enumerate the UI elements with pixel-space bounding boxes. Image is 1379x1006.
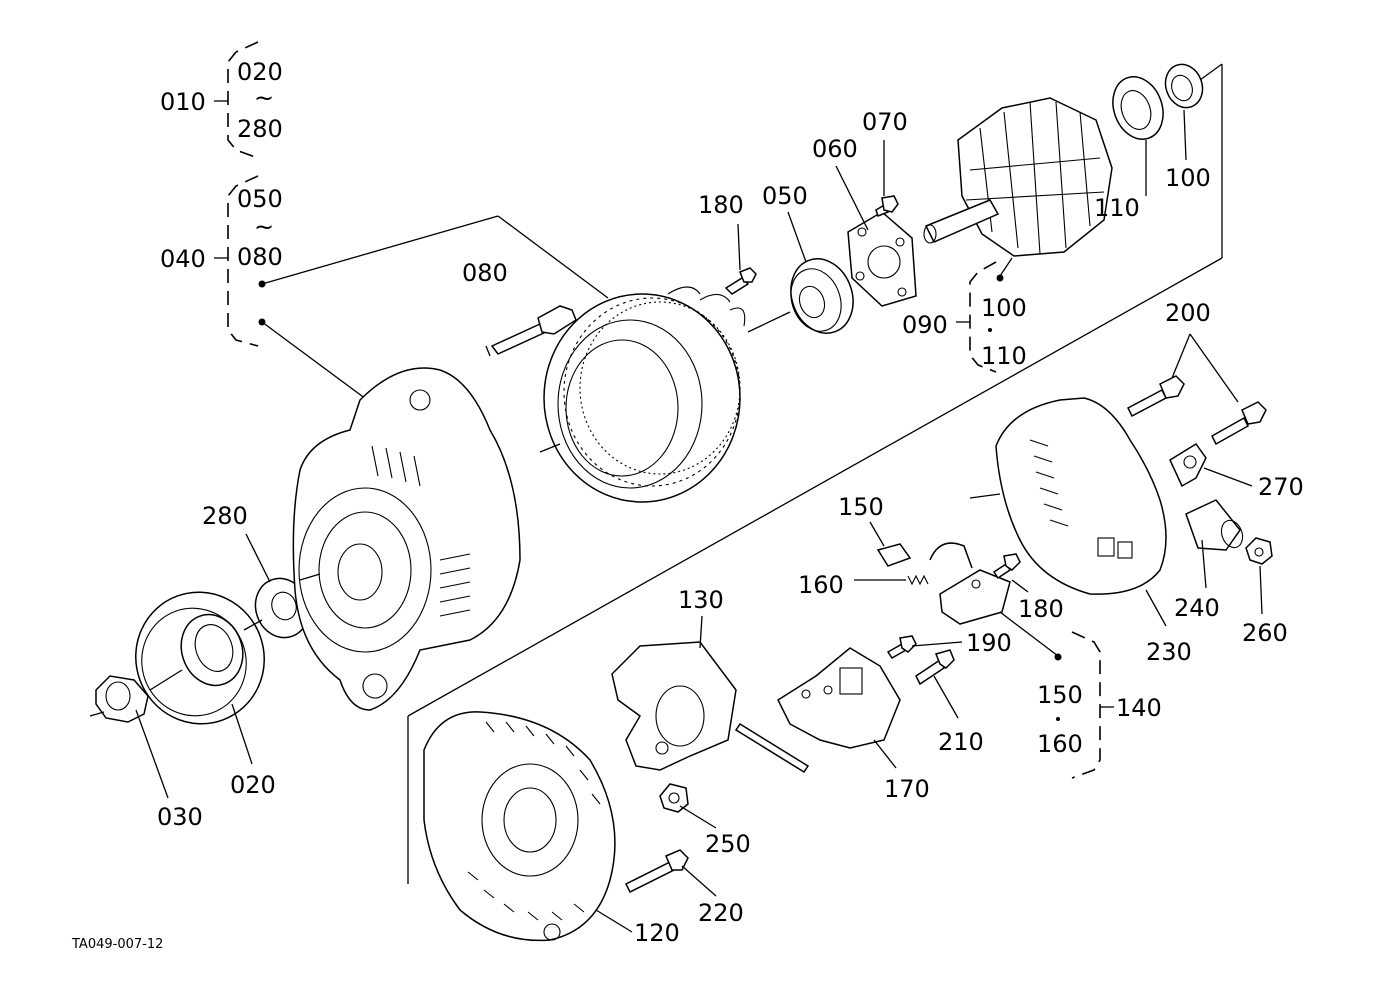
part-240-insulator[interactable] [1185,499,1246,551]
part-120-rear-frame[interactable] [423,711,616,942]
part-drive-end-frame[interactable] [292,367,521,711]
part-130-rectifier[interactable] [611,641,810,774]
part-170-regulator[interactable] [777,647,901,749]
label-240: 240 [1174,594,1220,622]
label-280-range: 280 [237,115,283,143]
assembly-outline [261,63,1223,884]
label-140: 140 [1116,694,1162,722]
part-260-nut[interactable] [1245,537,1273,565]
label-180-lower: 180 [1018,595,1064,623]
bracket-140 [1071,631,1114,779]
label-120: 120 [634,919,680,947]
label-010: 010 [160,88,206,116]
label-110-top: 110 [1094,194,1140,222]
label-060: 060 [812,135,858,163]
label-180-top: 180 [698,191,744,219]
part-060-retainer-plate[interactable] [847,211,917,307]
label-080-range: 080 [237,243,283,271]
label-160-range: 160 [1037,730,1083,758]
label-tilde-1: ~ [254,84,274,112]
label-070: 070 [862,108,908,136]
label-110-range: 110 [981,342,1027,370]
label-090: 090 [902,311,948,339]
label-020-range: 020 [237,58,283,86]
label-220: 220 [698,899,744,927]
part-200-bolts[interactable] [1127,375,1267,446]
bracket-010 [214,41,259,159]
part-250-nut[interactable] [659,783,689,813]
part-brush-holder[interactable] [929,542,1011,625]
part-230-rear-cover[interactable] [969,397,1167,595]
part-020-pulley[interactable] [117,574,282,742]
label-100-range: 100 [981,294,1027,322]
label-tilde-2: ~ [254,213,274,241]
part-110-bearing[interactable] [1105,70,1172,147]
part-080-stud[interactable] [485,305,577,357]
part-180-screw-lower[interactable] [992,553,1021,580]
label-160: 160 [798,571,844,599]
label-190: 190 [966,629,1012,657]
label-040: 040 [160,245,206,273]
part-180-screw-top[interactable] [724,267,757,295]
label-020: 020 [230,771,276,799]
leader-lines [135,109,1263,933]
label-050: 050 [762,182,808,210]
frame-vent-slots [371,445,471,617]
part-070-screw[interactable] [875,195,899,217]
part-220-through-bolt[interactable] [624,849,689,894]
part-160-spring[interactable] [907,574,929,586]
label-100-top: 100 [1165,164,1211,192]
reference-dots [258,274,1062,721]
part-210-screw[interactable] [915,649,955,686]
part-270-terminal-bracket[interactable] [1169,442,1207,488]
part-stator[interactable] [539,286,746,503]
label-210: 210 [938,728,984,756]
part-150-brush[interactable] [876,543,912,567]
rear-frame-vent-slots [467,721,601,921]
label-250: 250 [705,830,751,858]
part-030-pulley-nut[interactable] [89,675,149,723]
label-230: 230 [1146,638,1192,666]
part-100-bearing-cover[interactable] [1160,59,1209,113]
bracket-040 [214,175,259,347]
label-270: 270 [1258,473,1304,501]
label-050-range: 050 [237,185,283,213]
bracket-090 [956,261,997,373]
label-150-range: 150 [1037,681,1083,709]
part-labels: 010 020 ~ 280 040 050 ~ 080 070 060 050 … [71,58,1304,952]
part-rotor[interactable] [923,97,1113,257]
part-050-bearing[interactable] [747,250,863,342]
label-080: 080 [462,259,508,287]
cover-vent-slots [1029,439,1069,527]
label-260: 260 [1242,619,1288,647]
label-200: 200 [1165,299,1211,327]
label-030: 030 [157,803,203,831]
drawing-code: TA049-007-12 [71,937,163,952]
label-130: 130 [678,586,724,614]
label-150: 150 [838,493,884,521]
label-170: 170 [884,775,930,803]
part-190-screw[interactable] [886,635,917,659]
label-280: 280 [202,502,248,530]
